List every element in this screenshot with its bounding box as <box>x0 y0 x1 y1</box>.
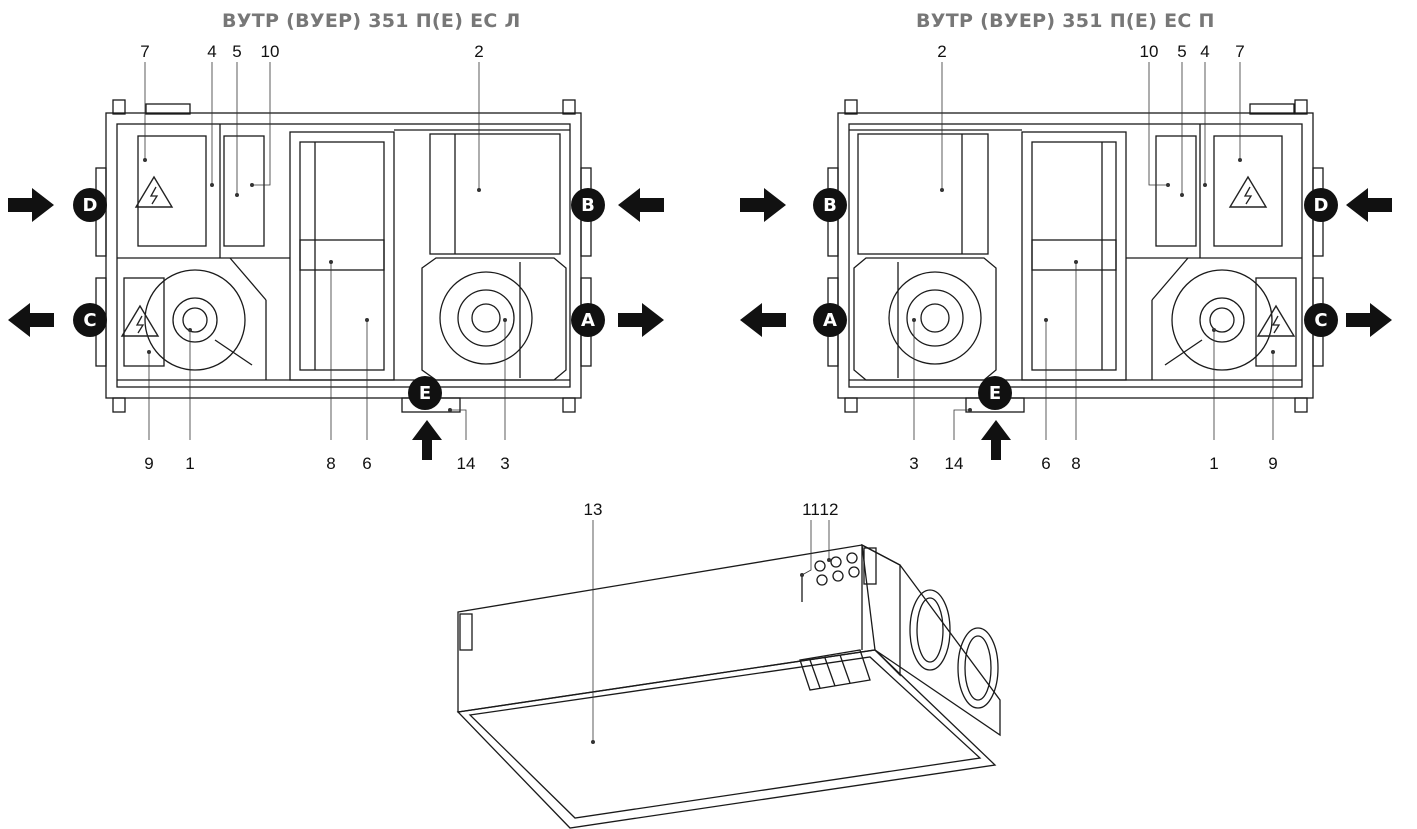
port-badge-a: A <box>813 303 847 337</box>
callout-2: 2 <box>474 42 483 61</box>
port-badge-c: C <box>1304 303 1338 337</box>
port-badge-d: D <box>73 188 107 222</box>
callout-14: 14 <box>457 454 476 473</box>
callout-1: 1 <box>185 454 194 473</box>
callout-13: 13 <box>584 500 603 519</box>
callout-6: 6 <box>1041 454 1050 473</box>
left-unit-drawing <box>95 99 592 413</box>
port-badge-d: D <box>1304 188 1338 222</box>
arrow-icon <box>412 420 442 460</box>
callout-8: 8 <box>326 454 335 473</box>
port-badge-a: A <box>571 303 605 337</box>
svg-text:D: D <box>83 195 98 216</box>
arrow-icon <box>1346 188 1392 222</box>
svg-text:C: C <box>1314 310 1327 331</box>
right-unit-drawing <box>827 99 1324 413</box>
callout-4: 4 <box>207 42 216 61</box>
callout-4: 4 <box>1200 42 1209 61</box>
svg-text:E: E <box>419 383 431 404</box>
callout-11: 11 <box>802 500 820 519</box>
port-badge-b: B <box>571 188 605 222</box>
callout-9: 9 <box>144 454 153 473</box>
callout-2: 2 <box>937 42 946 61</box>
right-unit-title: ВУТР (ВУЕР) 351 П(Е) ЕС П <box>916 10 1215 32</box>
callout-1: 1 <box>1209 454 1218 473</box>
svg-text:B: B <box>823 195 837 216</box>
callout-12: 12 <box>820 500 839 519</box>
callout-5: 5 <box>1177 42 1186 61</box>
port-badge-e: E <box>978 376 1012 410</box>
callout-9: 9 <box>1268 454 1277 473</box>
callout-10: 10 <box>1140 42 1159 61</box>
callout-5: 5 <box>232 42 241 61</box>
callout-7: 7 <box>1235 42 1244 61</box>
arrow-icon <box>740 303 786 337</box>
callout-6: 6 <box>362 454 371 473</box>
svg-text:B: B <box>581 195 595 216</box>
callout-10: 10 <box>261 42 280 61</box>
callout-3: 3 <box>909 454 918 473</box>
isometric-unit-drawing <box>456 543 1001 829</box>
callout-7: 7 <box>140 42 149 61</box>
arrow-icon <box>8 303 54 337</box>
port-badge-b: B <box>813 188 847 222</box>
left-unit-title: ВУТР (ВУЕР) 351 П(Е) ЕС Л <box>222 10 521 32</box>
arrow-icon <box>618 188 664 222</box>
svg-text:A: A <box>581 310 595 331</box>
arrow-icon <box>740 188 786 222</box>
arrow-icon <box>8 188 54 222</box>
arrow-icon <box>981 420 1011 460</box>
callout-14: 14 <box>945 454 964 473</box>
svg-text:D: D <box>1314 195 1329 216</box>
svg-text:E: E <box>989 383 1001 404</box>
arrow-icon <box>1346 303 1392 337</box>
svg-text:A: A <box>823 310 837 331</box>
svg-text:C: C <box>83 310 96 331</box>
arrow-icon <box>618 303 664 337</box>
port-badge-e: E <box>408 376 442 410</box>
callout-3: 3 <box>500 454 509 473</box>
callout-8: 8 <box>1071 454 1080 473</box>
port-badge-c: C <box>73 303 107 337</box>
